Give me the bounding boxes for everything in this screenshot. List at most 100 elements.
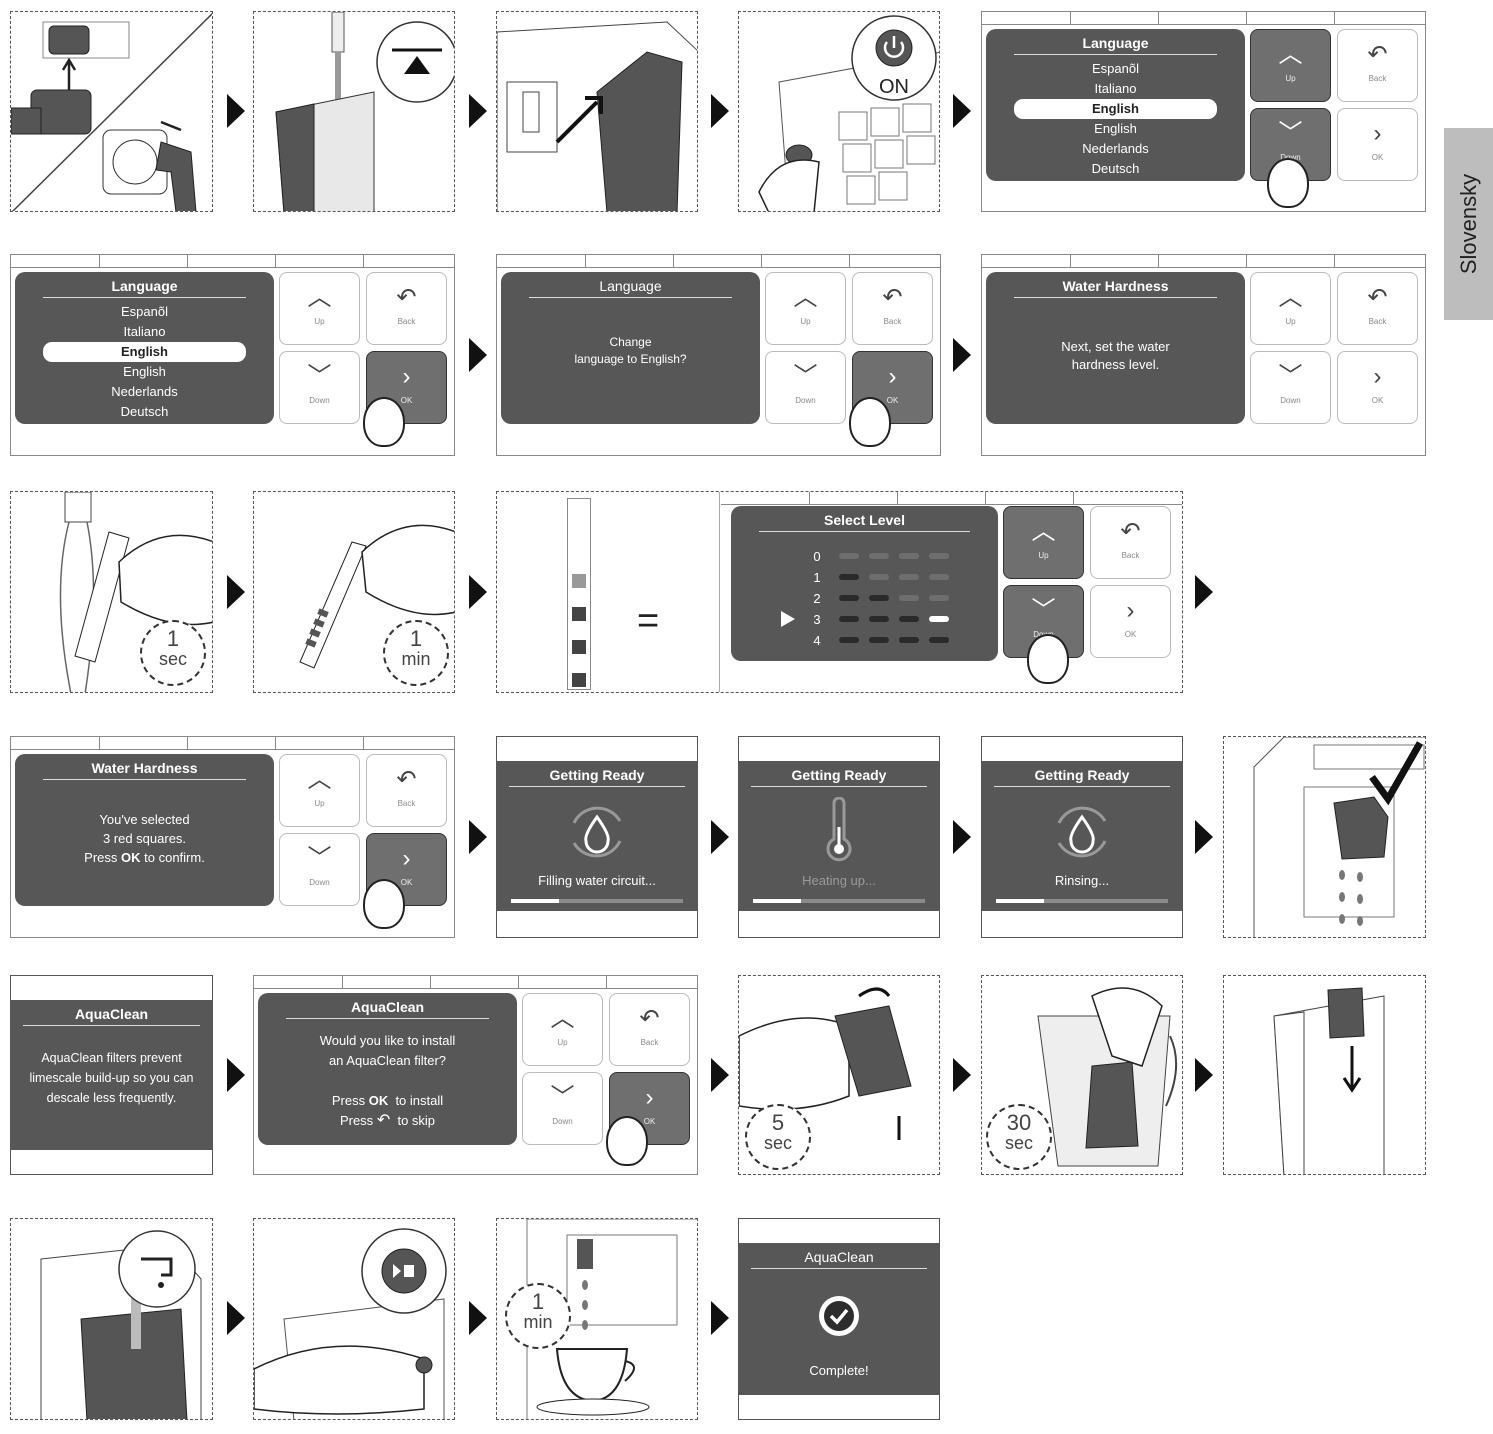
- keypad: ︿Up ↶Back ﹀Down ›OK: [522, 993, 697, 1147]
- getting-ready-screen: Getting Ready Heating up...: [739, 761, 939, 911]
- test-strip-hand-illustration: [299, 524, 454, 669]
- message-line: Would you like to install: [319, 1033, 456, 1048]
- screen-title: Water Hardness: [1062, 278, 1169, 294]
- language-option[interactable]: Italiano: [1094, 81, 1137, 96]
- keypad: ︿Up ↶Back ﹀Down ›OK: [1250, 29, 1425, 183]
- chevron-right-icon: ›: [645, 1084, 654, 1111]
- up-label: Up: [557, 1038, 568, 1047]
- down-button[interactable]: ﹀Down: [765, 351, 846, 424]
- back-button[interactable]: ↶Back: [1337, 29, 1418, 102]
- level-square: [869, 595, 889, 601]
- timer-value: 1: [166, 626, 180, 651]
- step-power-on-panel: ON: [738, 11, 940, 212]
- language-option-selected[interactable]: English: [1014, 99, 1217, 119]
- control-panel-strip: [982, 12, 1425, 25]
- ok-button[interactable]: ›OK: [1337, 351, 1418, 424]
- language-option[interactable]: Nederlands: [111, 384, 178, 399]
- ok-button[interactable]: ›OK: [1337, 108, 1418, 181]
- message-line: AquaClean filters prevent: [41, 1051, 182, 1065]
- water-drop-cycle-icon: [1057, 806, 1107, 858]
- back-button[interactable]: ↶Back: [609, 993, 690, 1066]
- chevron-right-icon: ›: [1126, 597, 1135, 624]
- test-strip: [567, 498, 591, 690]
- message-line: Press ↶ to skip: [258, 1111, 517, 1131]
- title-rule: [1014, 297, 1217, 298]
- back-button[interactable]: ↶Back: [366, 754, 447, 827]
- title-rule: [529, 297, 732, 298]
- step-getting-ready-heating-panel: Getting Ready Heating up...: [738, 736, 940, 938]
- status-text: Filling water circuit...: [538, 873, 656, 888]
- language-list: Espanõl Italiano English English Nederla…: [986, 59, 1245, 179]
- up-button[interactable]: ︿Up: [1250, 272, 1331, 345]
- level-square: [929, 574, 949, 580]
- down-button[interactable]: ﹀Down: [1250, 351, 1331, 424]
- chevron-down-icon: ﹀: [307, 845, 332, 872]
- down-label: Down: [795, 396, 816, 405]
- back-arrow-icon: ↶: [882, 284, 903, 311]
- message-text: to skip: [397, 1113, 436, 1128]
- timer-unit: min: [401, 649, 431, 669]
- up-button[interactable]: ︿Up: [279, 754, 360, 827]
- insert-filter-tank-illustration: [1273, 987, 1385, 1174]
- step-wait-strip-panel: 1 min: [253, 491, 455, 693]
- level-square: [899, 553, 919, 559]
- level-label: 2: [813, 591, 820, 606]
- ok-label: OK: [886, 396, 899, 405]
- title-rule: [751, 786, 927, 787]
- title-rule: [1014, 54, 1217, 55]
- up-button[interactable]: ︿Up: [1003, 506, 1084, 579]
- message-ok-text: OK: [121, 850, 141, 865]
- back-button[interactable]: ↶ Back: [1090, 506, 1171, 579]
- strip-square-red: [572, 673, 586, 687]
- back-label: Back: [640, 1038, 659, 1047]
- chevron-down-icon: ﹀: [1031, 597, 1056, 624]
- side-tab-label: Slovensky: [1455, 173, 1481, 275]
- up-label: Up: [314, 317, 325, 326]
- up-button[interactable]: ︿Up: [279, 272, 360, 345]
- chevron-down-icon: ﹀: [307, 363, 332, 390]
- language-confirm-screen: Language Change language to English?: [501, 272, 760, 424]
- language-option[interactable]: Espanõl: [121, 304, 168, 319]
- language-option[interactable]: English: [1094, 121, 1137, 136]
- up-button[interactable]: ︿Up: [765, 272, 846, 345]
- level-square: [839, 574, 859, 580]
- power-on-label: ON: [879, 76, 909, 98]
- down-button[interactable]: ﹀Down: [522, 1072, 603, 1145]
- level-square: [839, 595, 859, 601]
- chevron-up-icon: ︿: [550, 1005, 575, 1032]
- back-button[interactable]: ↶Back: [852, 272, 933, 345]
- power-button-illustration: [758, 15, 939, 211]
- language-option[interactable]: Deutsch: [1091, 161, 1140, 176]
- message-line: Next, set the water: [1061, 339, 1170, 354]
- timer-icon: 1 min: [383, 620, 449, 686]
- step-refill-tank-panel: [10, 1218, 213, 1420]
- ok-label: OK: [1371, 396, 1384, 405]
- up-button[interactable]: ︿Up: [1250, 29, 1331, 102]
- back-button[interactable]: ↶Back: [366, 272, 447, 345]
- filter-shake-illustration: [739, 987, 912, 1140]
- step-arrow: [469, 1301, 487, 1335]
- back-label: Back: [1121, 551, 1140, 560]
- language-option[interactable]: Nederlands: [1082, 141, 1149, 156]
- down-label: Down: [309, 878, 330, 887]
- down-button[interactable]: ﹀Down: [279, 351, 360, 424]
- language-option[interactable]: English: [123, 364, 166, 379]
- timer-icon: 1 sec: [140, 620, 206, 686]
- language-option[interactable]: Deutsch: [120, 404, 169, 419]
- divider: [719, 492, 720, 692]
- keypad: ︿Up ↶Back ﹀Down ›OK: [1250, 272, 1425, 426]
- back-arrow-icon: ↶: [1120, 518, 1141, 545]
- message-line: You've selected: [99, 812, 190, 827]
- language-option[interactable]: Espanõl: [1092, 61, 1139, 76]
- language-option-selected[interactable]: English: [43, 342, 246, 362]
- step-aquaclean-info-panel: AquaClean AquaClean filters prevent lime…: [10, 975, 213, 1175]
- down-button[interactable]: ﹀ Down: [279, 833, 360, 906]
- ok-button[interactable]: ›OK: [1090, 585, 1171, 658]
- step-arrow: [469, 94, 487, 128]
- up-label: Up: [1038, 551, 1049, 560]
- up-button[interactable]: ︿ Up: [522, 993, 603, 1066]
- step-arrow: [1195, 1058, 1213, 1092]
- back-button[interactable]: ↶Back: [1337, 272, 1418, 345]
- back-label: Back: [397, 799, 416, 808]
- language-option[interactable]: Italiano: [123, 324, 166, 339]
